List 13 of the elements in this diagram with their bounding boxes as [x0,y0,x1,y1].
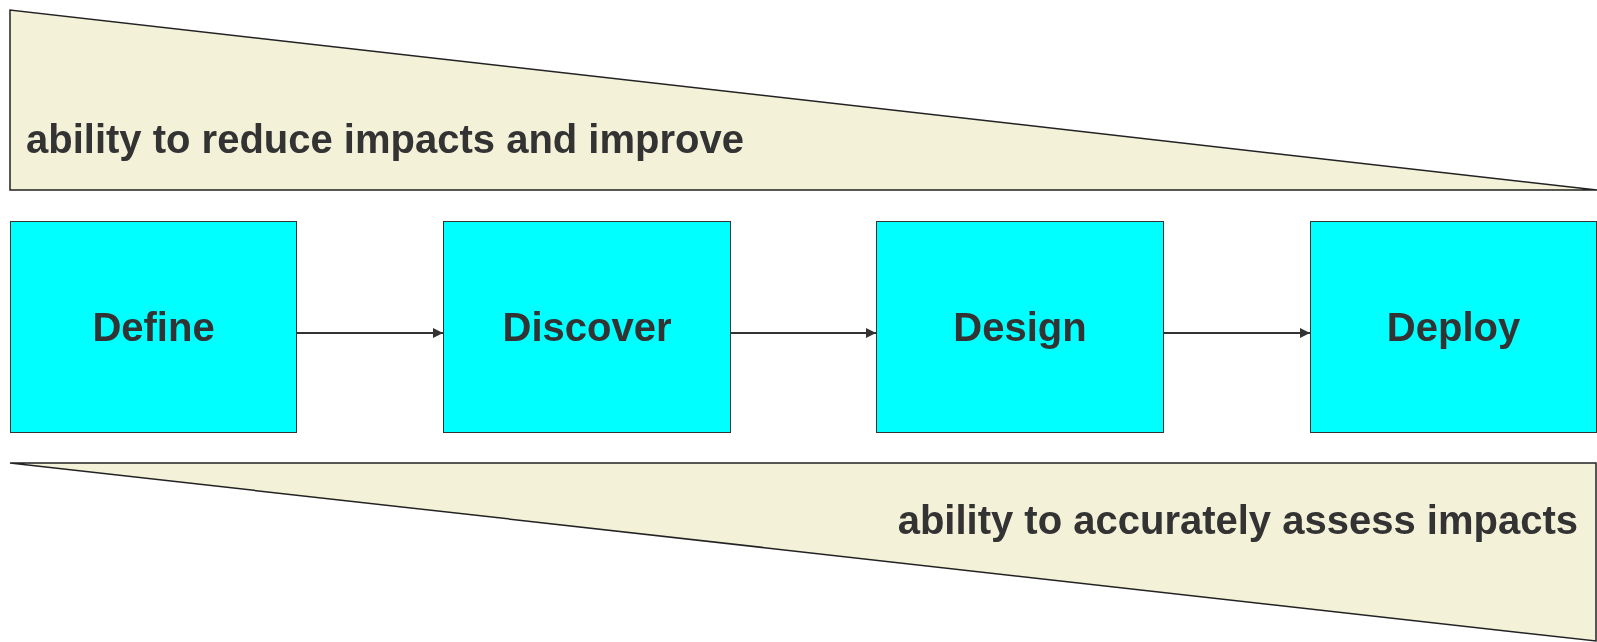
process-box [443,221,731,433]
step-label: Define [92,305,215,349]
band-label: ability to reduce impacts and improve [26,117,744,161]
band-label: ability to accurately assess impacts [897,498,1578,542]
process-box [10,221,297,433]
arrow [730,328,877,338]
process-box [1310,221,1597,433]
process-box [876,221,1164,433]
step-label: Design [953,305,1087,349]
arrow [1163,328,1311,338]
arrow [296,328,444,338]
step-label: Discover [502,305,672,349]
step-label: Deploy [1386,305,1521,349]
